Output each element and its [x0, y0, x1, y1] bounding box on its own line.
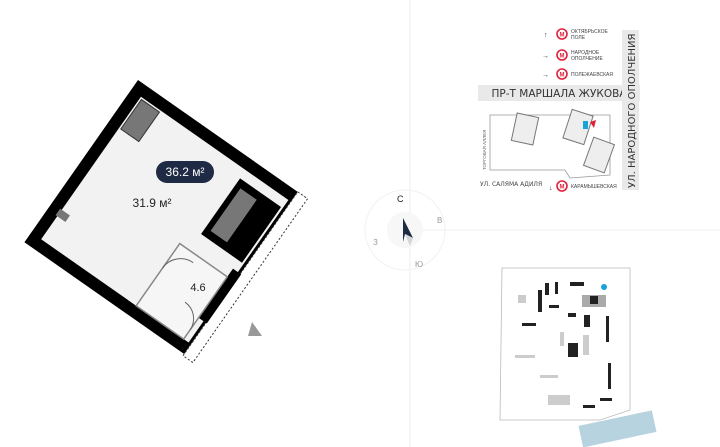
street-vertical [622, 30, 639, 190]
arrow-up-icon: ↑ [544, 32, 548, 39]
door-swing [162, 258, 194, 269]
metro-item: М ↑ ОКТЯБРЬСКОЕ ПОЛЕ [544, 28, 609, 41]
apartment-marker [583, 121, 588, 129]
metro-list: М ↑ ОКТЯБРЬСКОЕ ПОЛЕ М → НАРОДНОЕ ОПОЛЧЕ… [542, 28, 617, 192]
svg-text:ОПОЛЧЕНИЕ: ОПОЛЧЕНИЕ [571, 56, 603, 62]
arrow-right-icon: → [542, 53, 549, 60]
total-area-badge [156, 161, 214, 183]
south-arrow-icon [405, 234, 413, 246]
street-main [478, 85, 640, 101]
vent [55, 208, 70, 223]
arrow-right-icon: → [542, 72, 549, 79]
viewpoint-marker [590, 120, 596, 128]
street-bottom-label: УЛ. САЛЯМА АДИЛЯ [480, 181, 542, 188]
river [578, 410, 657, 447]
street-vertical-label: УЛ. НАРОДНОГО ОПОЛЧЕНИЯ [627, 34, 638, 189]
bathroom-area-label: 4.6 [190, 282, 205, 294]
room-area-label: 31.9 м² [133, 196, 172, 210]
compass-east: В [437, 216, 442, 225]
svg-text:М: М [560, 54, 565, 60]
apartment-plan [24, 80, 309, 364]
svg-text:М: М [560, 73, 565, 79]
building [582, 136, 616, 174]
svg-text:КАРАМЫШЕВСКАЯ: КАРАМЫШЕВСКАЯ [571, 184, 617, 190]
north-arrow-icon [403, 218, 413, 242]
compass-south: Ю [415, 260, 423, 269]
compass-north: С [397, 194, 404, 204]
svg-text:М: М [560, 185, 565, 191]
svg-text:ПОЛЕЖАЕВСКАЯ: ПОЛЕЖАЕВСКАЯ [571, 72, 613, 78]
metro-item: М ↓ КАРАМЫШЕВСКАЯ [549, 180, 617, 192]
pillar [198, 268, 242, 324]
building [562, 108, 594, 146]
site-boundary [489, 114, 611, 179]
site-plan [499, 267, 657, 447]
svg-text:М: М [560, 33, 565, 39]
location-map: ПР-Т МАРШАЛА ЖУКОВА УЛ. НАРОДНОГО ОПОЛЧЕ… [478, 28, 640, 192]
street-main-label: ПР-Т МАРШАЛА ЖУКОВА [492, 88, 628, 100]
location-pin-icon [601, 284, 608, 295]
compass-west: З [373, 238, 378, 247]
bathroom [135, 242, 229, 341]
entrance-marker [248, 322, 262, 336]
svg-text:ОКТЯБРЬСКОЕ: ОКТЯБРЬСКОЕ [571, 29, 609, 35]
metro-item: М → ПОЛЕЖАЕВСКАЯ [542, 68, 613, 80]
svg-text:НАРОДНОЕ: НАРОДНОЕ [571, 50, 600, 56]
door-swing [184, 301, 195, 331]
metro-item: М → НАРОДНОЕ ОПОЛЧЕНИЕ [542, 49, 603, 62]
svg-text:ПОЛЕ: ПОЛЕ [571, 35, 586, 41]
compass: С В З Ю [364, 189, 446, 271]
arrow-down-icon: ↓ [549, 185, 553, 192]
cabinet [120, 98, 161, 143]
street-alley-label: ТОРГОВАЯ АЛЛЕЯ [482, 130, 487, 170]
radiator [210, 188, 257, 243]
building [510, 112, 540, 146]
total-area-label: 36.2 м² [166, 165, 205, 179]
